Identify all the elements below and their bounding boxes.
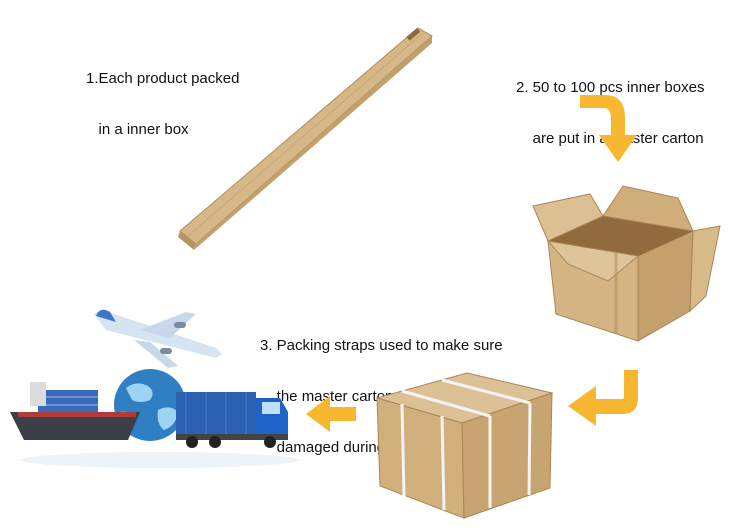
step-1-line-2: in a inner box: [86, 121, 189, 138]
open-carton-icon: [532, 185, 721, 342]
arrow-icon: [580, 95, 637, 162]
inner-box-icon: [178, 27, 433, 250]
strapped-carton-icon: [375, 372, 554, 519]
airplane-icon: [94, 309, 222, 368]
arrow-icon: [306, 396, 356, 432]
step-1-line-1: 1.Each product packed: [86, 70, 240, 87]
step-2-line-1: 2. 50 to 100 pcs inner boxes: [516, 79, 705, 96]
truck-icon: [176, 392, 288, 448]
logistics-illustration: [10, 309, 300, 468]
step-1-caption: 1.Each product packed in a inner box: [86, 36, 239, 172]
arrow-icon: [568, 370, 638, 426]
step-3-line-1: 3. Packing straps used to make sure: [260, 337, 503, 354]
cargo-ship-icon: [10, 382, 140, 440]
